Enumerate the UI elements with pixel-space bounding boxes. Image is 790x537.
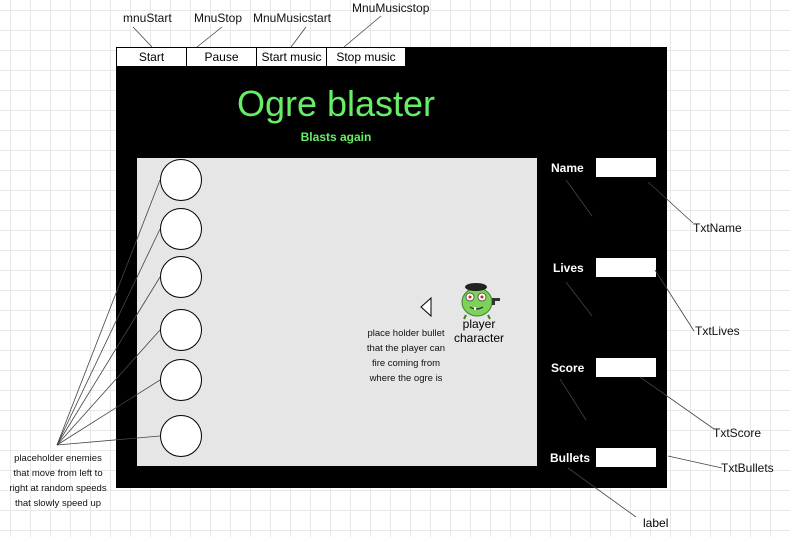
lives-textbox[interactable] [596, 258, 656, 277]
enemy-placeholder [160, 415, 202, 457]
menu-stop-music-button[interactable]: Stop music [326, 47, 406, 67]
callout-mnu-music-start: MnuMusicstart [253, 11, 332, 25]
callout-mnu-stop: MnuStop [194, 11, 243, 25]
ogre-player-icon [461, 283, 500, 320]
enemy-placeholder [160, 159, 202, 201]
name-value-label: label [583, 211, 609, 225]
callout-txt-score: TxtScore [713, 426, 762, 440]
bullets-value-label: label [643, 516, 669, 530]
enemy-placeholder [160, 359, 202, 401]
enemy-placeholder [160, 208, 202, 250]
enemy-placeholder [160, 309, 202, 351]
menu-start-button[interactable]: Start [116, 47, 187, 67]
name-label: Name [551, 161, 584, 175]
bullets-textbox[interactable] [596, 448, 656, 467]
game-subtitle: Blasts again [300, 130, 372, 144]
bullet-note: place holder bullet that the player can … [366, 328, 446, 384]
bullets-label: Bullets [550, 451, 591, 465]
name-textbox[interactable] [596, 158, 656, 177]
bullet-placeholder-icon [420, 296, 432, 318]
game-title: Ogre blaster [236, 83, 436, 124]
player-caption: player character [453, 317, 505, 345]
score-label: Score [551, 361, 585, 375]
callout-mnu-start: mnuStart [123, 11, 172, 25]
callout-txt-lives: TxtLives [695, 324, 740, 338]
lives-value-label: label [585, 311, 611, 325]
score-textbox[interactable] [596, 358, 656, 377]
callout-mnu-music-stop: MnuMusicstop [352, 1, 430, 15]
lives-label: Lives [553, 261, 584, 275]
score-value-label: label [583, 416, 609, 430]
callout-txt-name: TxtName [693, 221, 742, 235]
enemies-note: placeholder enemies that move from left … [9, 453, 107, 509]
enemy-placeholder [160, 256, 202, 298]
menu-start-music-button[interactable]: Start music [256, 47, 327, 67]
menu-pause-button[interactable]: Pause [186, 47, 257, 67]
callout-txt-bullets: TxtBullets [721, 461, 774, 475]
